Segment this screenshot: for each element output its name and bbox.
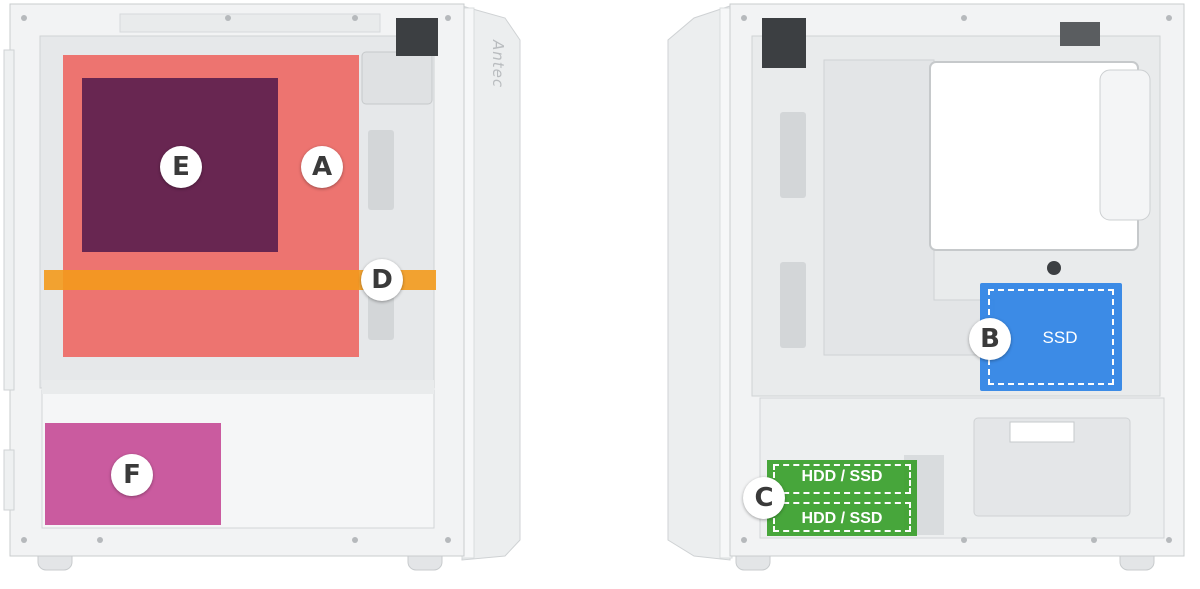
brand-logo: Antec xyxy=(489,40,507,89)
drive-slot-2-label: HDD / SSD xyxy=(801,510,883,527)
label-d: D xyxy=(361,259,403,301)
case-right-view: SSD HDD / SSD HDD / SSD B C xyxy=(664,0,1194,589)
ssd-label: SSD xyxy=(1042,328,1078,347)
label-e: E xyxy=(160,146,202,188)
drive-slot-2-outline xyxy=(773,502,911,532)
label-c: C xyxy=(743,477,785,519)
zone-d-gpu-band xyxy=(44,270,436,290)
label-b: B xyxy=(969,318,1011,360)
zone-c-drive-bay xyxy=(767,460,917,536)
drive-slot-1-label: HDD / SSD xyxy=(801,468,883,485)
case-left-view: E A D F Antec xyxy=(0,0,530,589)
label-a: A xyxy=(301,146,343,188)
label-f: F xyxy=(111,454,153,496)
